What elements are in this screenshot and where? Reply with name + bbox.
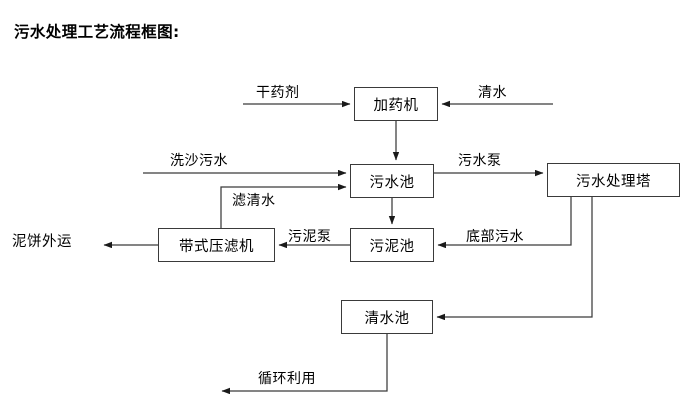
page-title: 污水处理工艺流程框图: [14,23,180,41]
edge-label-sewage-pump: 污水泵 [458,153,502,169]
node-label: 带式压滤机 [179,238,254,255]
node-label: 加药机 [373,97,419,114]
node-label: 污水处理塔 [576,173,651,190]
edge-label-bottom-sewage: 底部污水 [466,229,524,245]
node-treatment-tower[interactable]: 污水处理塔 [547,163,680,197]
node-clear-water-pool[interactable]: 清水池 [341,300,433,334]
node-dosing-machine[interactable]: 加药机 [354,87,438,121]
edge-label-sludge-pump: 污泥泵 [288,229,332,245]
edge-label-clean-water: 清水 [478,85,507,101]
node-label: 污水池 [369,174,415,191]
edge-clear-pool-to-recycle [221,334,388,395]
edge-filtered-water-to-sewage-pool [220,183,347,228]
node-label: 污泥池 [369,238,415,255]
edge-label-filtered-water: 滤清水 [232,193,276,209]
node-sewage-pool[interactable]: 污水池 [350,164,434,198]
terminal-label-mud-cake-out: 泥饼外运 [12,234,72,250]
edge-tower-to-clear-pool [436,197,593,321]
edge-label-recycle-use: 循环利用 [258,371,316,387]
edge-label-dry-agent: 干药剂 [256,85,300,101]
node-belt-filter-press[interactable]: 带式压滤机 [158,228,275,262]
node-sludge-pool[interactable]: 污泥池 [350,228,434,262]
edge-tower-bottom-sewage-to-sludge-pool [437,197,572,249]
node-label: 清水池 [364,310,410,327]
edge-label-sand-wash-water: 洗沙污水 [170,153,228,169]
